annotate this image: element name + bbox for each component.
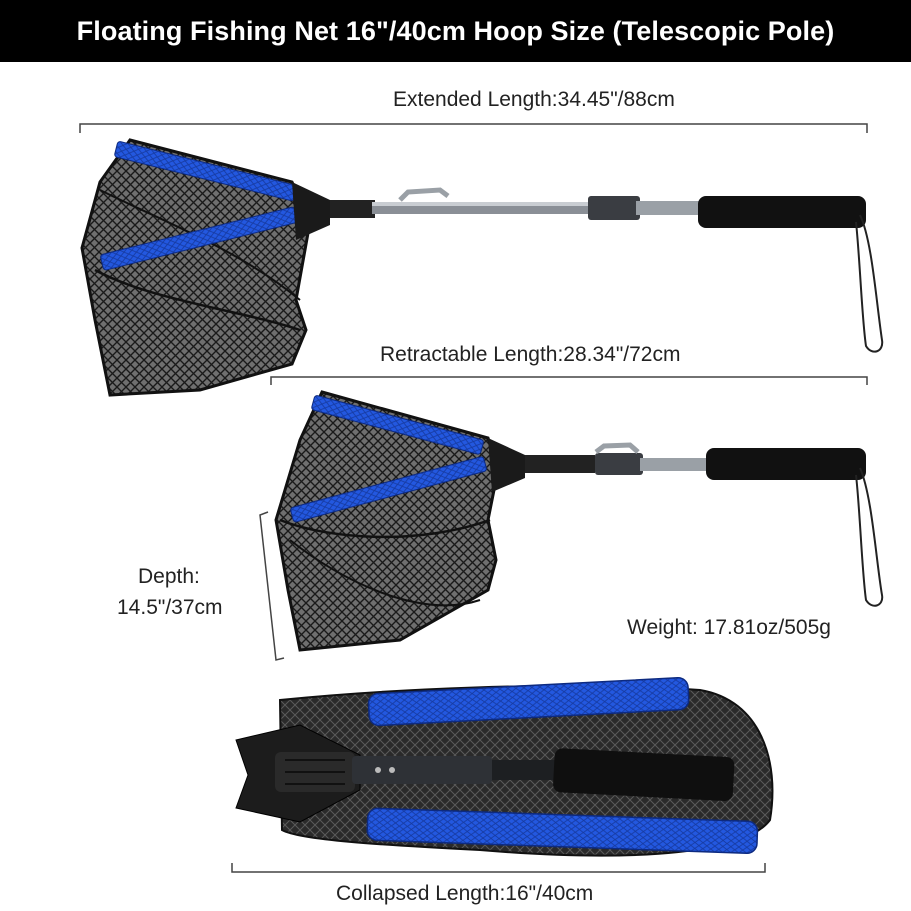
extended-net (80, 138, 884, 397)
title-banner: Floating Fishing Net 16"/40cm Hoop Size … (0, 0, 911, 62)
weight-label: Weight: 17.81oz/505g (627, 616, 831, 639)
retractable-length-label: Retractable Length:28.34"/72cm (380, 343, 681, 366)
collapsed-length-label: Collapsed Length:16"/40cm (336, 882, 594, 905)
banner-title: Floating Fishing Net 16"/40cm Hoop Size … (76, 15, 835, 46)
extended-length-bracket (79, 123, 868, 133)
collapsed-net (235, 677, 774, 857)
depth-label-line1: Depth: (138, 565, 200, 588)
depth-label-line2: 14.5"/37cm (117, 596, 223, 619)
depth-bracket (259, 511, 285, 661)
collapsed-length-bracket (231, 863, 766, 873)
extended-length-label: Extended Length:34.45"/88cm (393, 88, 675, 111)
retracted-net (274, 390, 884, 652)
retractable-length-bracket (270, 376, 868, 385)
